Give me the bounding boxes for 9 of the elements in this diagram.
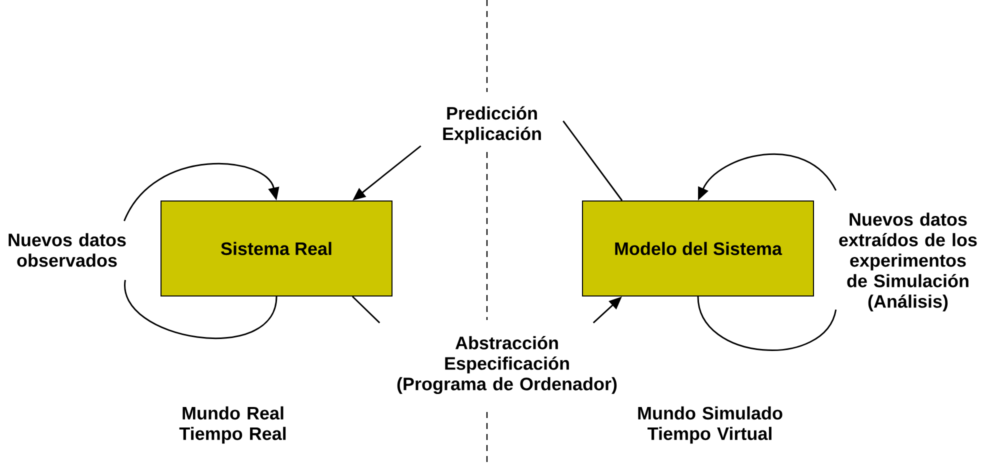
caption-text: Mundo Real Tiempo Real xyxy=(179,406,286,444)
text-label: Nuevos datos observados xyxy=(8,233,126,267)
process-box: Modelo del Sistema xyxy=(582,200,814,296)
text-label: Predicción Explicación xyxy=(443,106,541,144)
arrow xyxy=(124,163,280,222)
caption-text: Mundo Simulado Tiempo Virtual xyxy=(638,406,782,444)
text-label: Nuevos datos extraídos de los experimentos de Simulación (Análisis) xyxy=(839,212,977,312)
process-box: Sistema Real xyxy=(160,200,392,296)
text-label: Abstracción Especificación (Programa de Ordenador) xyxy=(397,336,617,394)
